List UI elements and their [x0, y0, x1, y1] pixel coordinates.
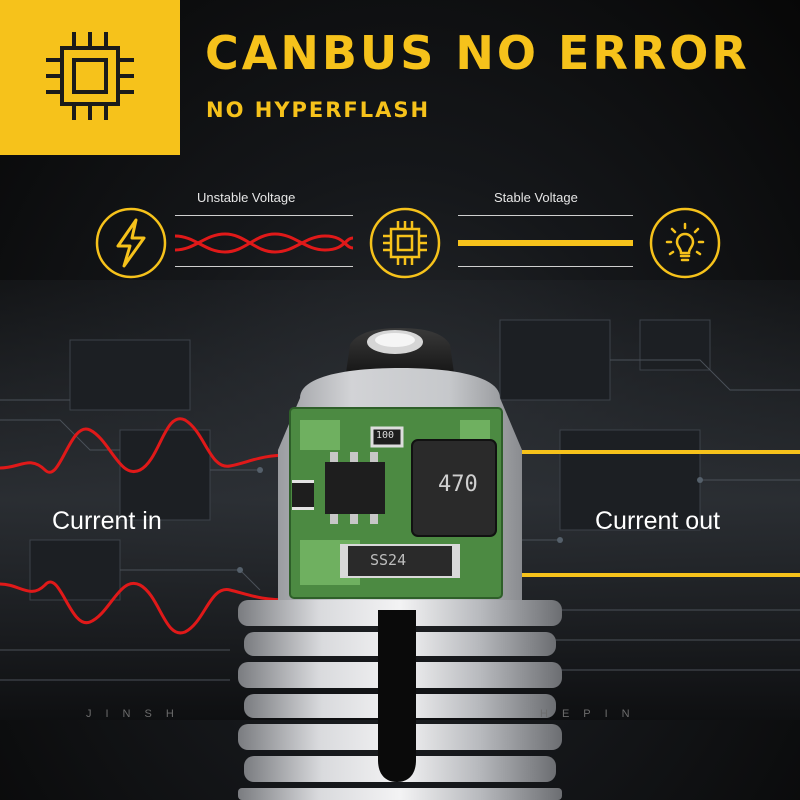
- stable-voltage-label: Stable Voltage: [494, 190, 578, 205]
- rule-top-left: [175, 215, 353, 216]
- chip-icon: [369, 207, 441, 279]
- unstable-voltage-label: Unstable Voltage: [197, 190, 296, 205]
- page-subtitle: NO HYPERFLASH: [206, 98, 431, 122]
- current-in-wave: [0, 417, 291, 635]
- unstable-voltage-wave: [175, 232, 353, 254]
- watermark-left: JINSH: [86, 708, 188, 720]
- resistor-marking: 100: [376, 430, 395, 441]
- inductor-marking: 470: [438, 472, 478, 497]
- diode-marking: SS24: [370, 551, 407, 569]
- page-title: CANBUS NO ERROR: [205, 26, 750, 80]
- rule-top-right: [458, 215, 633, 216]
- chip-icon: [46, 32, 134, 120]
- rule-bottom-right: [458, 266, 633, 267]
- lightbulb-icon: [649, 207, 721, 279]
- watermark-right: HEPIN: [540, 708, 644, 720]
- current-out-label: Current out: [595, 507, 721, 535]
- stable-voltage-line: [458, 240, 633, 246]
- chip-logo-box: [0, 0, 180, 155]
- lightning-icon: [95, 207, 167, 279]
- current-in-label: Current in: [52, 507, 162, 535]
- rule-bottom-left: [175, 266, 353, 267]
